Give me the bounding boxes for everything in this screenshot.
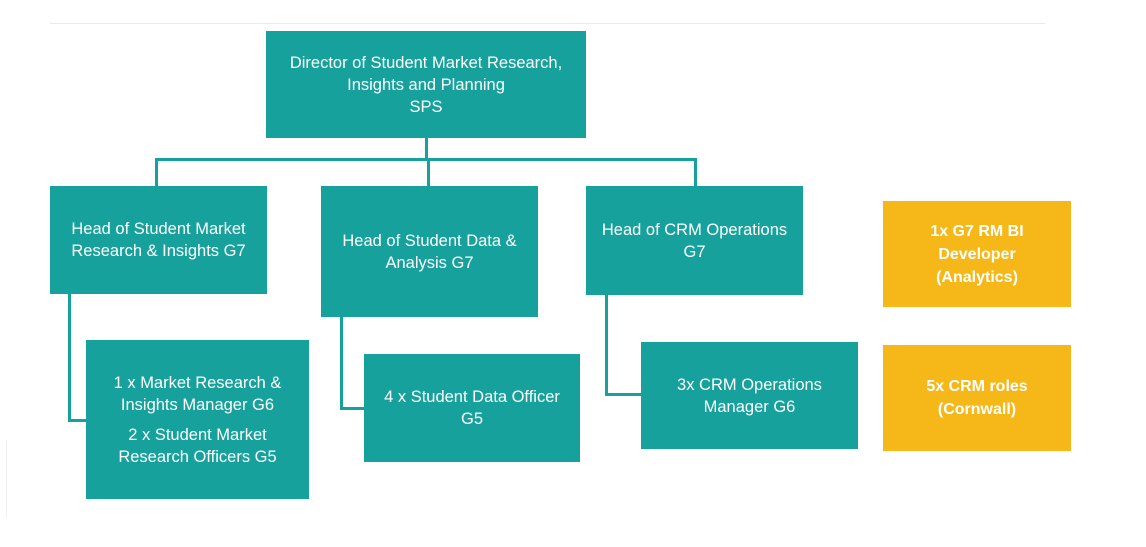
connector-director-down xyxy=(425,137,428,160)
report-3-line-1: 3x CRM Operations xyxy=(677,375,822,394)
connector-head-3-down xyxy=(605,294,608,395)
head-2-line-2: Analysis G7 xyxy=(385,253,474,272)
report-1-line-3: 2 x Student Market xyxy=(128,425,267,444)
report-crm-manager-box: 3x CRM Operations Manager G6 xyxy=(641,342,858,449)
report-1-line-1: 1 x Market Research & xyxy=(113,373,282,392)
report-data-officer-box: 4 x Student Data Officer G5 xyxy=(364,354,580,462)
head-3-line-1: Head of CRM Operations xyxy=(601,220,788,239)
connector-head-1-right xyxy=(68,419,87,422)
connector-to-head-2 xyxy=(427,158,430,187)
connector-head-3-right xyxy=(605,393,642,396)
connector-to-head-1 xyxy=(155,158,158,187)
side-role-bi-developer-box: 1x G7 RM BI Developer (Analytics) xyxy=(883,201,1071,307)
side-1-line-3: (Analytics) xyxy=(936,268,1018,286)
report-1-line-4: Research Officers G5 xyxy=(118,447,277,466)
connector-to-head-3 xyxy=(694,158,697,187)
top-divider xyxy=(50,23,1045,24)
side-1-line-2: Developer xyxy=(938,245,1016,263)
report-1-line-2: Insights Manager G6 xyxy=(120,395,275,414)
report-2-line-2: G5 xyxy=(460,410,483,428)
report-2-line-1: 4 x Student Data Officer xyxy=(384,388,560,406)
director-line-2: Insights and Planning xyxy=(347,75,505,94)
head-1-line-1: Head of Student Market xyxy=(71,220,246,238)
report-research-team-box: 1 x Market Research & Insights Manager G… xyxy=(86,340,309,499)
director-line-3: SPS xyxy=(409,97,443,116)
head-1-line-2: Research & Insights G7 xyxy=(71,242,246,260)
left-edge-line xyxy=(6,440,7,518)
head-crm-operations-box: Head of CRM Operations G7 xyxy=(586,186,803,295)
report-3-line-2: Manager G6 xyxy=(703,397,796,416)
side-2-line-2: (Cornwall) xyxy=(937,401,1017,418)
side-role-crm-cornwall-box: 5x CRM roles (Cornwall) xyxy=(883,345,1071,451)
director-box: Director of Student Market Research, Ins… xyxy=(266,31,586,138)
head-research-insights-box: Head of Student Market Research & Insigh… xyxy=(50,186,267,294)
connector-head-2-right xyxy=(340,407,365,410)
side-2-line-1: 5x CRM roles xyxy=(926,378,1028,395)
head-3-line-2: G7 xyxy=(683,242,706,261)
head-2-line-1: Head of Student Data & xyxy=(342,231,517,250)
connector-head-2-down xyxy=(340,316,343,409)
connector-head-1-down xyxy=(68,293,71,421)
head-data-analysis-box: Head of Student Data & Analysis G7 xyxy=(321,186,538,317)
side-1-line-1: 1x G7 RM BI xyxy=(930,222,1024,240)
director-line-1: Director of Student Market Research, xyxy=(289,53,563,72)
connector-horizontal-bus xyxy=(155,158,697,161)
